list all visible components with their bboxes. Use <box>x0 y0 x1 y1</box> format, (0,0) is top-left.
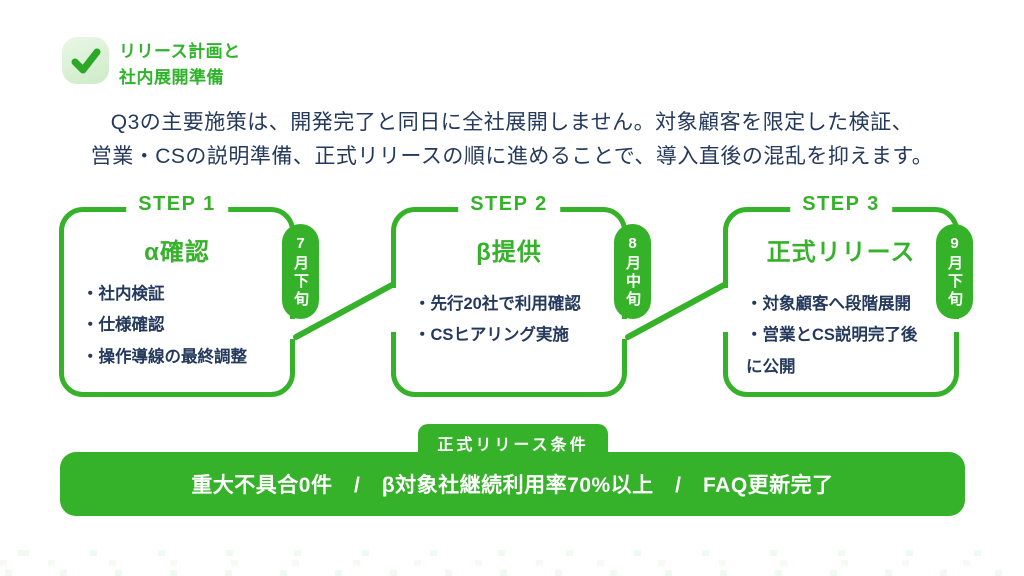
step-3-title: 正式リリース <box>766 239 916 266</box>
intro-line1: Q3の主要施策は、開発完了と同日に全社展開しません。対象顧客を限定した検証、 <box>110 111 914 134</box>
connector-gap <box>286 319 300 339</box>
bottom-dot-texture <box>0 560 1024 566</box>
step-1-title: α確認 <box>144 239 210 266</box>
check-icon <box>62 37 109 84</box>
step-2-title: β提供 <box>476 239 542 266</box>
step-1-badge: 7月下旬 <box>282 224 319 319</box>
release-condition-bar: 重大不具合0件 / β対象社継続利用率70%以上 / FAQ更新完了 <box>60 452 965 516</box>
step-2-box: STEP 2 β提供 ・先行20社で利用確認 ・CSヒアリング実施 <box>391 193 627 397</box>
checkmark-glyph <box>71 48 100 73</box>
step-2-badge: 8月中旬 <box>614 224 651 319</box>
page-title-line2: 社内展開準備 <box>119 68 224 88</box>
connector-gap <box>618 319 632 339</box>
step-1-box: STEP 1 α確認 ・社内検証 ・仕様確認 ・操作導線の最終調整 <box>59 193 295 397</box>
page-title-line1: リリース計画と <box>119 42 241 61</box>
page-title: リリース計画と 社内展開準備 <box>119 39 241 92</box>
intro-line2: 営業・CSの説明準備、正式リリースの順に進めることで、導入直後の混乱を抑えます。 <box>90 145 934 169</box>
step-2-items: ・先行20社で利用確認 ・CSヒアリング実施 <box>414 295 581 345</box>
step-3-badge: 9月下旬 <box>936 224 973 319</box>
bottom-dot-texture <box>0 550 1024 556</box>
connector-gap <box>387 288 401 332</box>
intro-text: Q3の主要施策は、開発完了と同日に全社展開しません。対象顧客を限定した検証、 営… <box>0 106 1024 174</box>
step-1-label: STEP 1 <box>126 193 228 216</box>
connector-gap <box>719 288 733 332</box>
step-3-box: STEP 3 正式リリース ・対象顧客へ段階展開 ・営業とCS説明完了後 に公開 <box>723 193 959 397</box>
step-3-items: ・対象顧客へ段階展開 ・営業とCS説明完了後 に公開 <box>746 295 918 376</box>
step-3-label: STEP 3 <box>790 193 892 216</box>
bottom-dot-texture <box>0 570 1024 576</box>
step-2-label: STEP 2 <box>458 193 560 216</box>
connector-gap <box>950 319 964 332</box>
step-1-items: ・社内検証 ・仕様確認 ・操作導線の最終調整 <box>82 285 247 366</box>
